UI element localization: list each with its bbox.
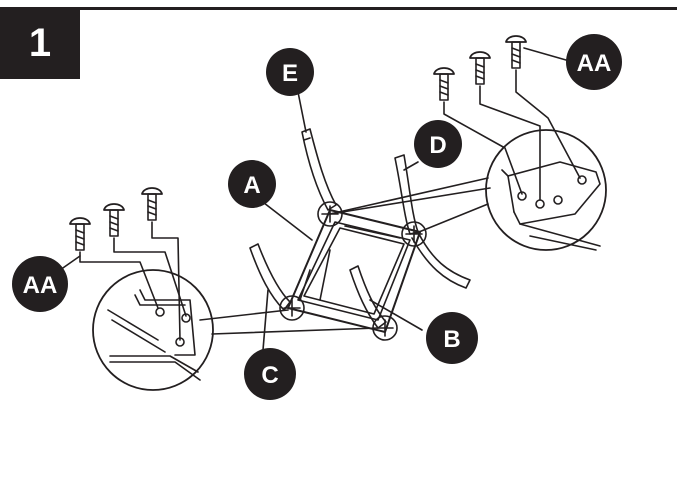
leg-e: [301, 128, 337, 211]
label-d-text: D: [429, 132, 446, 159]
leg-c: [249, 243, 291, 311]
label-c: C: [244, 348, 296, 400]
left-screws-aa: [69, 187, 187, 341]
left-detail-callout: [92, 269, 379, 391]
label-e: E: [266, 48, 314, 96]
leg-d: [394, 154, 471, 289]
label-a: A: [228, 160, 276, 208]
label-b-text: B: [443, 326, 460, 353]
step-number: 1: [28, 21, 52, 65]
step-number-badge: 1: [0, 7, 80, 79]
seat-frame: [287, 209, 421, 333]
label-aa-left-text: AA: [23, 272, 58, 299]
right-detail-callout: [329, 129, 607, 251]
label-a-text: A: [243, 172, 260, 199]
label-c-text: C: [261, 362, 278, 389]
label-b: B: [426, 312, 478, 364]
label-d: D: [414, 120, 462, 168]
top-rule: [0, 7, 677, 10]
label-aa-right: AA: [566, 34, 622, 90]
label-e-text: E: [282, 60, 298, 87]
label-aa-left: AA: [12, 256, 68, 312]
label-aa-right-text: AA: [577, 50, 612, 77]
leg-b: [349, 265, 387, 329]
right-screws-aa: [433, 35, 581, 201]
